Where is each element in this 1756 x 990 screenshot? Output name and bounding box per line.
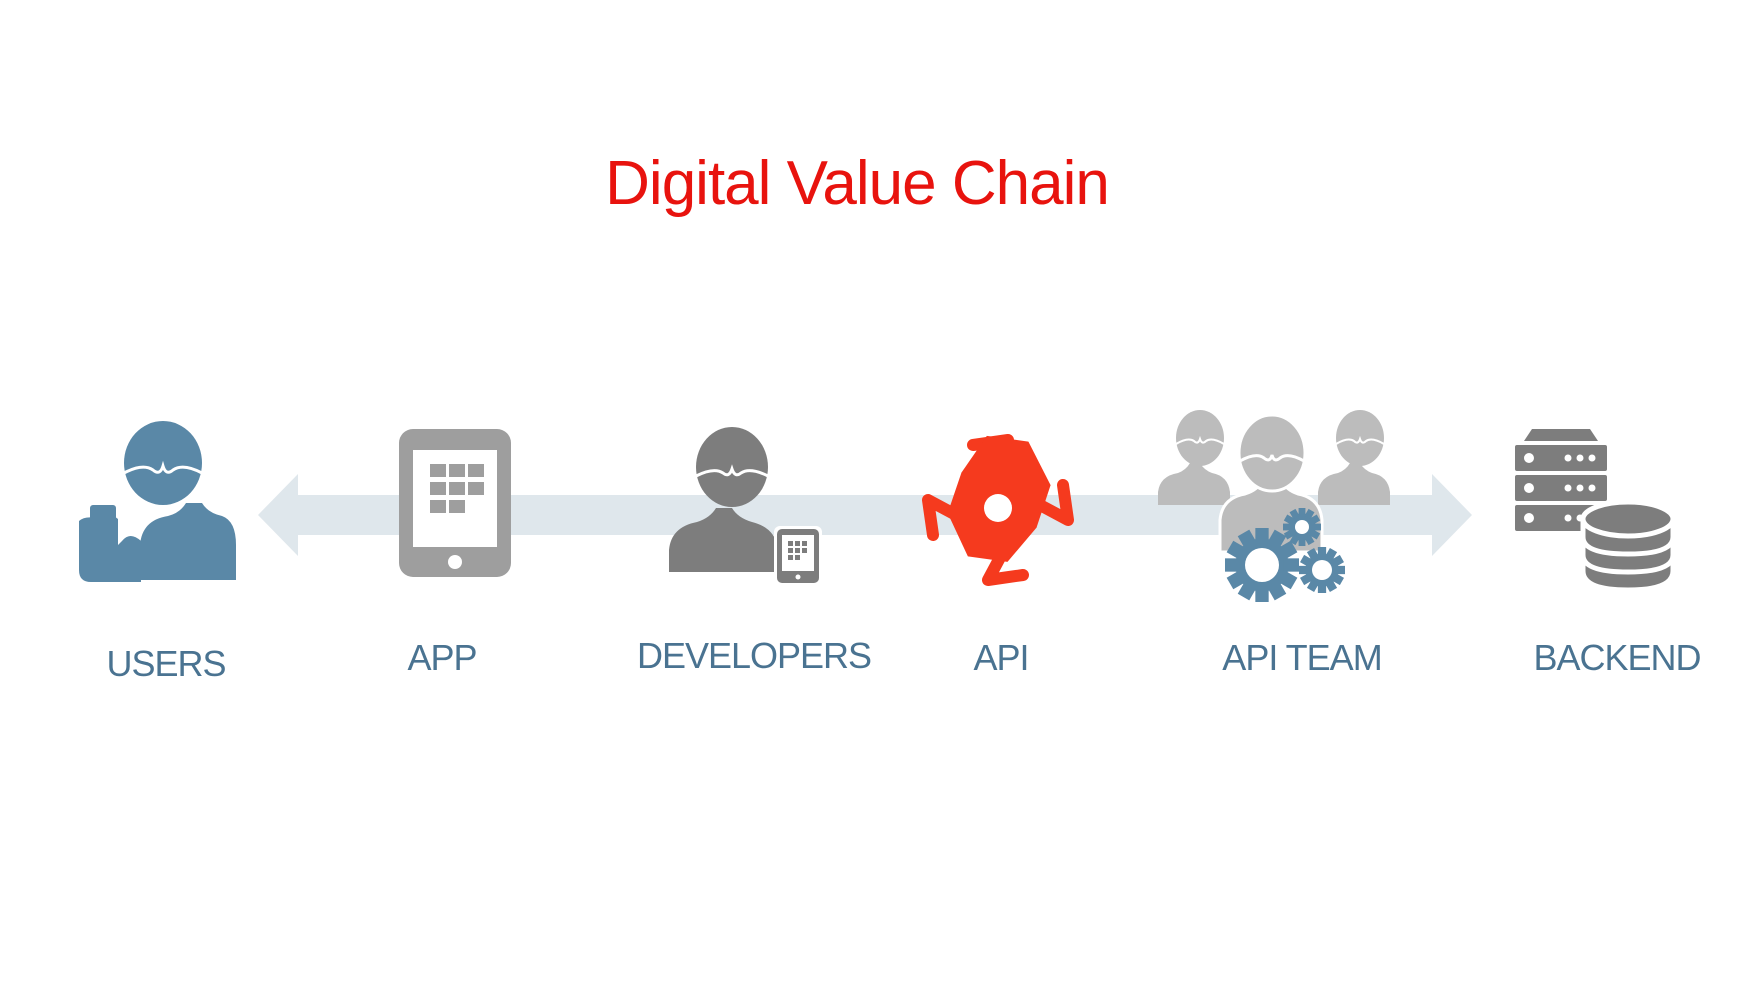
api-logo-icon	[922, 434, 1074, 586]
node-label-app: APP	[407, 637, 477, 678]
user-with-phone-icon	[79, 421, 236, 582]
node-label-api-team: API TEAM	[1222, 637, 1382, 678]
team-with-gears-icon	[1158, 410, 1390, 602]
node-label-backend: BACKEND	[1533, 637, 1701, 678]
server-database-icon	[1515, 429, 1676, 593]
node-label-developers: DEVELOPERS	[636, 635, 872, 676]
page-title: Digital Value Chain	[605, 149, 1110, 218]
developer-with-tablet-icon	[669, 427, 822, 586]
tablet-icon	[399, 429, 511, 577]
node-label-api: API	[973, 637, 1029, 678]
node-label-users: USERS	[106, 643, 226, 684]
